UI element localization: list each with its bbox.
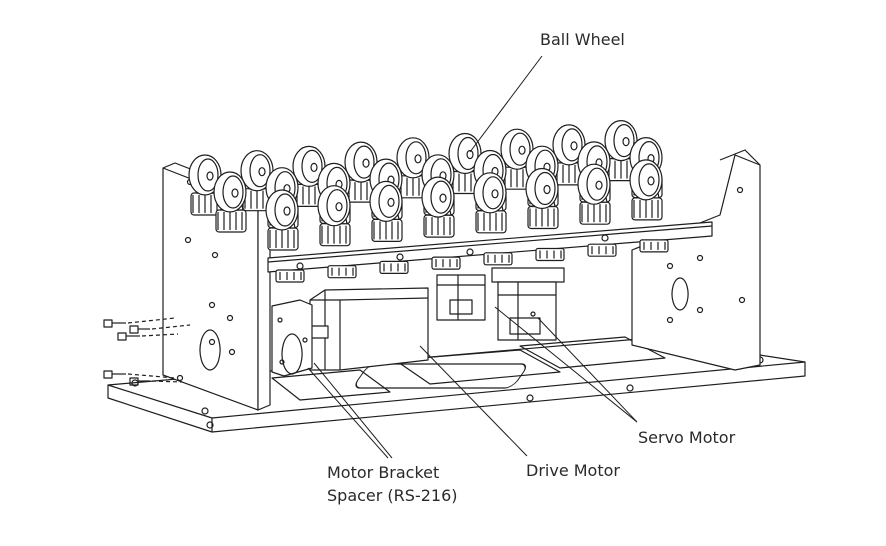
ball-wheel — [577, 163, 611, 225]
screw-2 — [129, 324, 191, 334]
ball-wheel — [421, 176, 455, 238]
ball-wheel — [213, 171, 247, 233]
motor-bracket-spacer — [271, 299, 313, 377]
wheel-gear-housing — [535, 247, 565, 262]
ball-wheel — [292, 145, 326, 207]
ball-wheel — [265, 189, 299, 251]
screw-4 — [103, 370, 176, 379]
servo-motor-label: Servo Motor — [638, 428, 736, 447]
ball-wheel — [525, 167, 559, 230]
ball-wheel-array — [188, 120, 669, 283]
wheel-gear-housing — [379, 260, 409, 274]
leader-lines — [307, 55, 638, 459]
right-side-plate — [631, 149, 761, 371]
ball-wheel — [188, 154, 222, 216]
servo-motor-left — [436, 274, 486, 321]
motor-bracket-label-line2: Spacer (RS-216) — [327, 486, 458, 505]
wheel-gear-housing — [483, 252, 513, 266]
ball-wheel — [448, 132, 482, 195]
ball-wheel — [473, 172, 507, 234]
leader-motor-bracket-1 — [307, 367, 389, 459]
ball-wheel — [344, 141, 378, 203]
screw-1 — [103, 317, 176, 328]
wheel-gear-housing — [327, 265, 357, 279]
ball-wheel — [369, 180, 403, 242]
leader-ball-wheel — [469, 55, 543, 153]
wheel-gear-housing — [431, 256, 461, 270]
ball-wheel — [604, 120, 638, 182]
ball-wheel — [317, 185, 351, 247]
motor-bracket-spacer-label: Motor Bracket Spacer (RS-216) — [327, 461, 458, 507]
wheel-gear-housing — [587, 243, 617, 257]
wheel-gear-housing — [275, 269, 305, 283]
screw-3 — [117, 332, 179, 341]
drive-motor — [297, 287, 429, 371]
ball-wheel — [629, 159, 663, 221]
ball-wheel-label: Ball Wheel — [540, 30, 625, 49]
motor-bracket-label-line1: Motor Bracket — [327, 463, 440, 482]
screw-5 — [129, 377, 183, 386]
drive-motor-label: Drive Motor — [526, 461, 620, 480]
leader-servo-right — [537, 317, 638, 423]
mounting-rail — [267, 221, 713, 273]
leader-servo-left — [494, 306, 638, 423]
wheel-gear-housing — [639, 239, 669, 253]
leader-motor-bracket-2 — [313, 362, 393, 459]
servo-motor-right — [491, 267, 565, 341]
leader-drive-motor — [419, 345, 528, 457]
fastener-screws — [103, 317, 191, 386]
